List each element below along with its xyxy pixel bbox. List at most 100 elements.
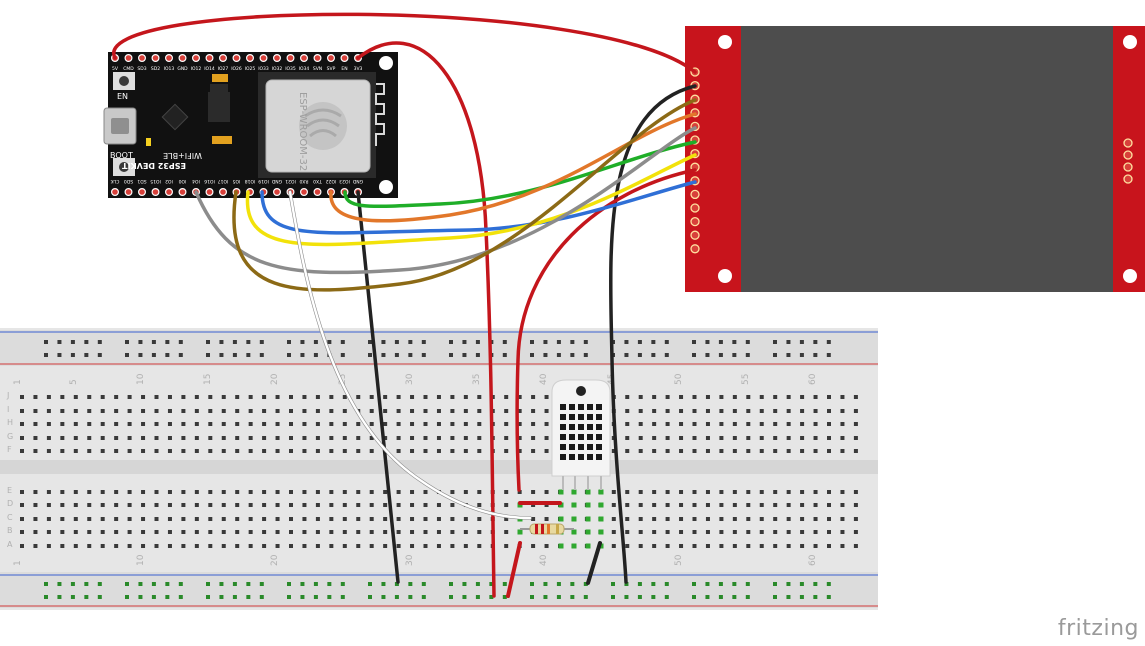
bb-hole-active bbox=[598, 516, 604, 522]
wire-white-data-to-sensor[interactable] bbox=[288, 190, 532, 520]
bb-hole bbox=[46, 395, 51, 399]
bb-hole bbox=[692, 517, 697, 521]
bb-hole bbox=[141, 544, 146, 548]
bb-hole bbox=[504, 530, 509, 534]
rail-hole bbox=[165, 340, 170, 344]
bb-hole bbox=[342, 395, 347, 399]
resistor-band-1 bbox=[535, 524, 538, 534]
bb-hole bbox=[652, 517, 657, 521]
voltage-regulator bbox=[208, 92, 230, 122]
rail-hole bbox=[178, 582, 183, 586]
bb-hole bbox=[423, 409, 428, 413]
bb-hole bbox=[262, 517, 267, 521]
rail-hole bbox=[151, 582, 156, 586]
rail-hole bbox=[611, 582, 615, 586]
esp32-bottom-pin-label: GND bbox=[271, 178, 282, 184]
rail-hole bbox=[637, 353, 642, 357]
jumper-red-rail-to-row[interactable] bbox=[506, 541, 522, 598]
rail-hole bbox=[70, 340, 75, 344]
bb-hole bbox=[329, 449, 334, 453]
esp32-top-pin bbox=[178, 53, 187, 62]
bb-hole bbox=[719, 409, 724, 413]
grille-slot bbox=[560, 444, 566, 450]
bb-hole bbox=[504, 517, 509, 521]
rail-hole bbox=[125, 582, 129, 586]
dht22-sensor[interactable] bbox=[551, 379, 611, 490]
wire-orange-display-reset[interactable] bbox=[329, 112, 697, 223]
bb-hole bbox=[127, 490, 132, 494]
rail-hole bbox=[421, 340, 426, 344]
capacitor-1 bbox=[212, 136, 232, 144]
grille-slot bbox=[596, 404, 602, 410]
bb-hole bbox=[235, 544, 240, 548]
esp32-board-label: ESP32 DEVKIT bbox=[122, 161, 186, 170]
wire-yellow-display-mosi[interactable] bbox=[245, 153, 697, 247]
bb-hole bbox=[746, 517, 751, 521]
bb-hole bbox=[383, 395, 388, 399]
bb-hole bbox=[127, 449, 132, 453]
bb-hole bbox=[840, 503, 845, 507]
wire-red-display-led-to-sensor[interactable] bbox=[515, 168, 697, 492]
rail-hole bbox=[624, 340, 629, 344]
wire-red-5v-to-display-vcc[interactable] bbox=[112, 12, 697, 74]
display-sd-pins bbox=[1123, 138, 1133, 184]
bb-hole bbox=[302, 490, 307, 494]
tft-display[interactable] bbox=[685, 26, 1145, 292]
bb-hole bbox=[625, 544, 630, 548]
bb-hole bbox=[154, 409, 159, 413]
bb-hole bbox=[33, 409, 38, 413]
bb-hole bbox=[167, 530, 172, 534]
bb-hole bbox=[692, 395, 697, 399]
wire-black-gnd-to-rail[interactable] bbox=[356, 190, 400, 584]
bb-hole bbox=[827, 517, 831, 521]
col-num-60-bottom: 60 bbox=[808, 554, 818, 566]
rail-hole bbox=[368, 595, 372, 599]
bb-hole bbox=[665, 517, 670, 521]
jumper-black-sensor-gnd[interactable] bbox=[586, 541, 602, 585]
bb-hole bbox=[154, 503, 159, 507]
bb-hole bbox=[167, 449, 172, 453]
bb-hole bbox=[786, 490, 791, 494]
rail-hole bbox=[421, 353, 426, 357]
bb-hole bbox=[87, 409, 92, 413]
bb-hole bbox=[181, 449, 186, 453]
bb-hole bbox=[800, 490, 805, 494]
rail-hole bbox=[556, 340, 561, 344]
wire-blue-display-sck[interactable] bbox=[260, 180, 697, 235]
wire-green-display-dc[interactable] bbox=[343, 140, 697, 209]
bb-hole bbox=[100, 544, 105, 548]
bb-hole bbox=[20, 409, 24, 413]
rail-hole bbox=[394, 340, 399, 344]
esp32-bottom-pin-label: SD0 bbox=[124, 178, 133, 184]
rail-hole bbox=[97, 353, 102, 357]
bb-hole bbox=[342, 422, 347, 426]
rail-hole bbox=[381, 595, 386, 599]
grille-slot bbox=[578, 414, 584, 420]
esp32-bottom-pin bbox=[205, 188, 214, 197]
resistor[interactable] bbox=[520, 523, 574, 535]
bb-hole bbox=[60, 409, 65, 413]
bb-hole bbox=[194, 409, 199, 413]
wire-brown-display-cs[interactable] bbox=[232, 98, 697, 292]
bb-hole bbox=[544, 490, 549, 494]
rail-hole bbox=[732, 353, 737, 357]
wire-black-display-gnd-to-rail[interactable] bbox=[608, 84, 697, 584]
bb-hole-active bbox=[585, 502, 591, 508]
row-letter-j: J bbox=[6, 391, 9, 400]
bb-hole bbox=[732, 395, 737, 399]
bb-hole-active bbox=[571, 516, 577, 522]
bb-hole bbox=[73, 530, 78, 534]
bb-hole bbox=[827, 544, 831, 548]
bb-hole bbox=[477, 544, 482, 548]
rail-hole bbox=[583, 353, 588, 357]
fritzing-brand: fritzing bbox=[1057, 616, 1139, 641]
bb-hole bbox=[302, 544, 307, 548]
bb-hole bbox=[127, 503, 132, 507]
rail-hole bbox=[327, 340, 332, 344]
rail-hole bbox=[611, 595, 615, 599]
bb-hole bbox=[221, 395, 226, 399]
bb-hole bbox=[436, 422, 441, 426]
bb-hole bbox=[127, 530, 132, 534]
bb-hole bbox=[652, 503, 657, 507]
esp32-devkit[interactable]: ESP-WROOM-32 EN BOOT ESP32 DEVKIT WIFI+B… bbox=[103, 52, 398, 198]
